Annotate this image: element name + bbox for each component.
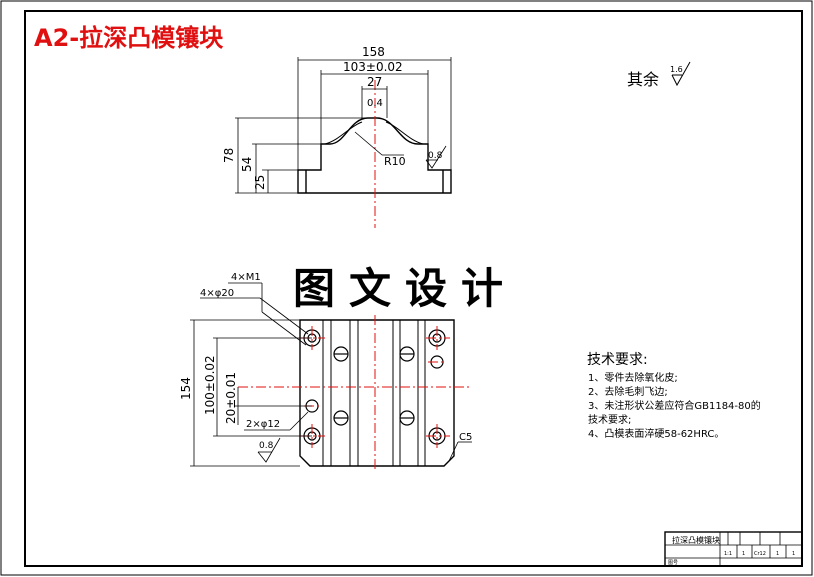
title-block-cell: Cr12 (754, 551, 766, 557)
roughness-symbol (671, 61, 691, 87)
tech-requirements: 技术要求: 1、零件去除氧化皮; 2、去除毛刺飞边; 3、未注形状公差应符合GB… (587, 352, 761, 440)
front-dimensions (235, 57, 452, 194)
tech-item: 2、去除毛刺飞边; (588, 385, 668, 398)
tech-item: 3、未注形状公差应符合GB1184-80的 (588, 399, 761, 412)
title-block (664, 531, 803, 567)
front-view-outline (297, 117, 452, 194)
tech-item: 技术要求; (588, 413, 631, 426)
dim-top-small: 0.4 (367, 98, 383, 109)
title-block-cell: 1 (792, 551, 795, 557)
title-block-part-name: 拉深凸模镶块 (672, 535, 720, 545)
title-block-bottom: 图号 (668, 560, 678, 566)
thread-label: 4×M1 (231, 272, 261, 283)
top-view (299, 319, 455, 467)
top-dimensions (190, 282, 472, 467)
inner-border (24, 10, 803, 567)
top-roughness: 0.8 (259, 441, 274, 451)
dim-small: 20±0.01 (224, 372, 238, 424)
front-view (297, 117, 452, 194)
slot-holes (333, 346, 415, 426)
tech-item: 1、零件去除氧化皮; (588, 371, 678, 384)
dim-height-mid: 54 (240, 157, 254, 172)
title-block-cell: 1 (776, 551, 779, 557)
tech-item: 4、凸模表面淬硬58-62HRC。 (588, 427, 724, 440)
dim-top: 27 (367, 75, 382, 89)
roughness-note-value: 1.6 (670, 65, 683, 74)
title-block-cell: 1 (742, 551, 745, 557)
watermark: 图文设计 (293, 264, 517, 313)
front-roughness: 0.8 (428, 151, 443, 161)
roughness-note-prefix: 其余 (627, 70, 659, 89)
drawing-title: A2-拉深凸模镶块 (34, 24, 223, 52)
dim-width-inner: 103±0.02 (343, 60, 403, 74)
dim-top-height: 154 (179, 377, 193, 400)
radius-label: R10 (384, 155, 406, 168)
title-block-cell: 1:1 (724, 551, 732, 557)
dim-width-overall: 158 (362, 45, 385, 59)
dim-height: 78 (222, 148, 236, 163)
dim-pitch: 100±0.02 (203, 355, 217, 415)
hole-label: 4×φ20 (200, 288, 234, 299)
chamfer-label: C5 (459, 432, 472, 443)
tech-heading: 技术要求: (587, 352, 648, 368)
top-view-outline (299, 319, 455, 467)
roughness-note: 其余 1.6 (627, 61, 691, 89)
pin-label: 2×φ12 (246, 419, 280, 430)
dim-height-low: 25 (253, 175, 267, 190)
